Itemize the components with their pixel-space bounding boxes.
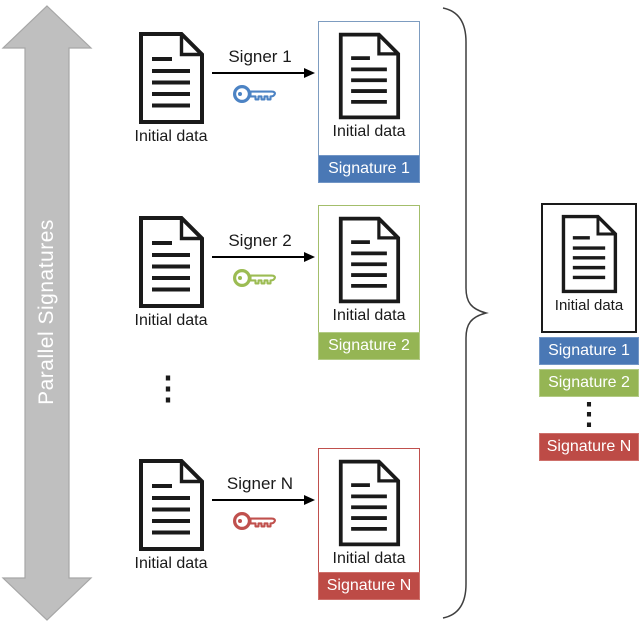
curly-brace-icon bbox=[442, 7, 489, 619]
source-document-label: Initial data bbox=[134, 128, 208, 145]
document-icon bbox=[337, 215, 401, 305]
signing-arrow bbox=[212, 68, 315, 78]
source-document: Initial data bbox=[135, 31, 207, 146]
source-document: Initial data bbox=[135, 215, 207, 330]
rows-ellipsis: ⋮ bbox=[152, 370, 184, 406]
document-icon bbox=[337, 31, 401, 121]
document-icon bbox=[137, 458, 205, 552]
signer-group-2: Signer 2 bbox=[210, 231, 315, 290]
signature-band: Signature 1 bbox=[318, 155, 420, 183]
signed-document-box: Initial data Signature 2 bbox=[318, 205, 420, 360]
combined-document-label: Initial data bbox=[554, 297, 624, 314]
signed-document-box: Initial data Signature N bbox=[318, 448, 420, 600]
signer-label: Signer 1 bbox=[228, 47, 292, 66]
signed-document-label: Initial data bbox=[332, 550, 406, 567]
key-icon bbox=[232, 82, 278, 106]
source-document: Initial data bbox=[135, 458, 207, 573]
signer-group-n: Signer N bbox=[210, 474, 315, 533]
signatures-ellipsis: ⋮ bbox=[574, 398, 604, 431]
key-icon bbox=[232, 509, 278, 533]
source-document-label: Initial data bbox=[134, 555, 208, 572]
combined-document-box: Initial data bbox=[541, 203, 637, 333]
combined-document-group: Initial data Signature 1 Signature 2 ⋮ S… bbox=[539, 203, 639, 461]
signer-label: Signer N bbox=[226, 474, 294, 493]
signing-row-2: Initial data Signer 2 Initial data Signa… bbox=[130, 205, 430, 360]
signer-label: Signer 2 bbox=[228, 231, 292, 250]
signing-arrow bbox=[212, 495, 315, 505]
document-icon bbox=[560, 214, 618, 294]
signed-document-label: Initial data bbox=[332, 123, 406, 140]
document-icon bbox=[137, 31, 205, 125]
arrowhead-icon bbox=[304, 495, 315, 505]
parallel-signatures-arrow bbox=[1, 5, 93, 621]
signing-row-n: Initial data Signer N Initial data Signa… bbox=[130, 448, 430, 600]
combined-signature-band-2: Signature 2 bbox=[539, 369, 639, 397]
document-icon bbox=[337, 458, 401, 548]
arrowhead-icon bbox=[304, 252, 315, 262]
signing-arrow bbox=[212, 252, 315, 262]
combined-signature-band-n: Signature N bbox=[539, 433, 639, 461]
document-icon bbox=[137, 215, 205, 309]
signed-document-label: Initial data bbox=[332, 307, 406, 324]
signer-group-1: Signer 1 bbox=[210, 47, 315, 106]
signing-row-1: Initial data Signer 1 Initial data Signa… bbox=[130, 21, 430, 183]
parallel-signatures-label: Parallel Signatures bbox=[35, 219, 58, 405]
signature-band: Signature 2 bbox=[318, 332, 420, 360]
key-icon bbox=[232, 266, 278, 290]
signed-document-box: Initial data Signature 1 bbox=[318, 21, 420, 183]
arrowhead-icon bbox=[304, 68, 315, 78]
source-document-label: Initial data bbox=[134, 312, 208, 329]
signature-band: Signature N bbox=[318, 572, 420, 600]
combined-signature-band-1: Signature 1 bbox=[539, 337, 639, 365]
